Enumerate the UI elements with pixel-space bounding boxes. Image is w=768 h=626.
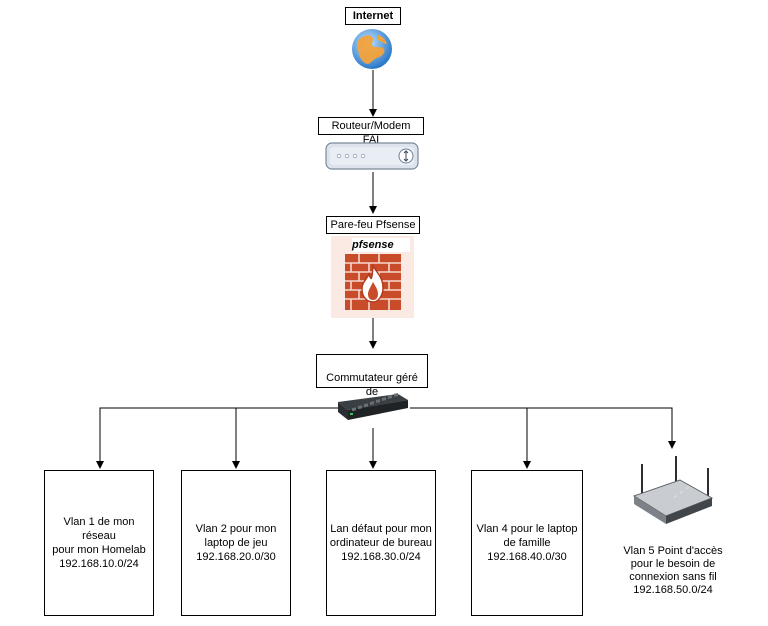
edge-switch-vlan5 bbox=[527, 407, 676, 449]
vlan2-label: Vlan 2 pour mon laptop de jeu 192.168.20… bbox=[195, 523, 277, 563]
internet-label: Internet bbox=[345, 7, 401, 25]
edge-switch-vlan1 bbox=[96, 407, 340, 469]
vlan5-label: Vlan 5 Point d'accès pour le besoin de c… bbox=[612, 545, 734, 597]
router-label: Routeur/Modem FAI bbox=[318, 117, 424, 146]
firewall-icon bbox=[331, 236, 414, 318]
pfsense-logo: pfsense bbox=[352, 238, 410, 252]
switch-icon bbox=[338, 393, 408, 420]
vlan2-box: Vlan 2 pour mon laptop de jeu 192.168.20… bbox=[181, 470, 291, 616]
router-icon bbox=[325, 142, 419, 170]
vlan1-label: Vlan 1 de mon réseau pour mon Homelab 19… bbox=[52, 516, 146, 570]
access-point-icon bbox=[632, 456, 714, 524]
lan-label: Lan défaut pour mon ordinateur de bureau… bbox=[329, 523, 433, 563]
firewall-label: Pare-feu Pfsense bbox=[326, 216, 420, 234]
switch-label: Commutateur géré de TP-Link bbox=[316, 354, 428, 412]
globe-icon bbox=[352, 29, 392, 69]
vlan1-box: Vlan 1 de mon réseau pour mon Homelab 19… bbox=[44, 470, 154, 616]
lan-box: Lan défaut pour mon ordinateur de bureau… bbox=[326, 470, 436, 616]
vlan4-box: Vlan 4 pour le laptop de famille 192.168… bbox=[471, 470, 583, 616]
vlan4-label: Vlan 4 pour le laptop de famille 192.168… bbox=[476, 523, 578, 563]
edge-switch-vlan4 bbox=[410, 407, 531, 469]
